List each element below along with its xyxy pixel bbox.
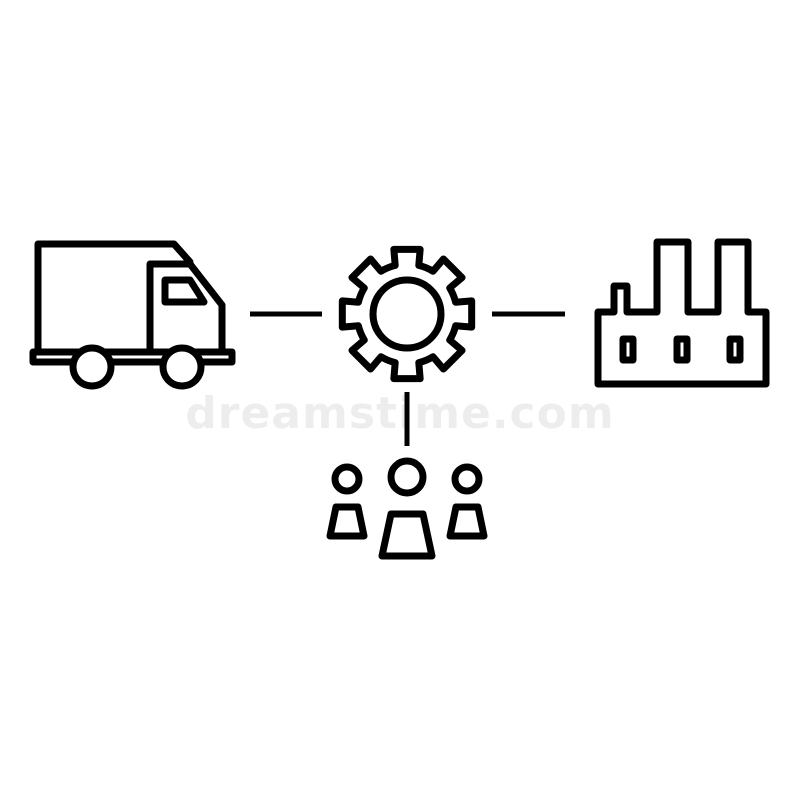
people-group-icon <box>326 457 488 560</box>
person-body <box>446 503 488 540</box>
person-head <box>331 463 363 495</box>
truck-icon <box>29 240 236 390</box>
factory-window <box>673 335 691 364</box>
factory-window <box>619 335 637 364</box>
person-head <box>451 463 483 495</box>
person-head <box>387 457 427 497</box>
person-body <box>326 503 368 540</box>
gear-icon <box>338 245 476 383</box>
factory-window <box>726 335 744 364</box>
factory-icon <box>594 238 770 388</box>
person-body <box>378 510 436 560</box>
gear-outline <box>338 245 476 383</box>
